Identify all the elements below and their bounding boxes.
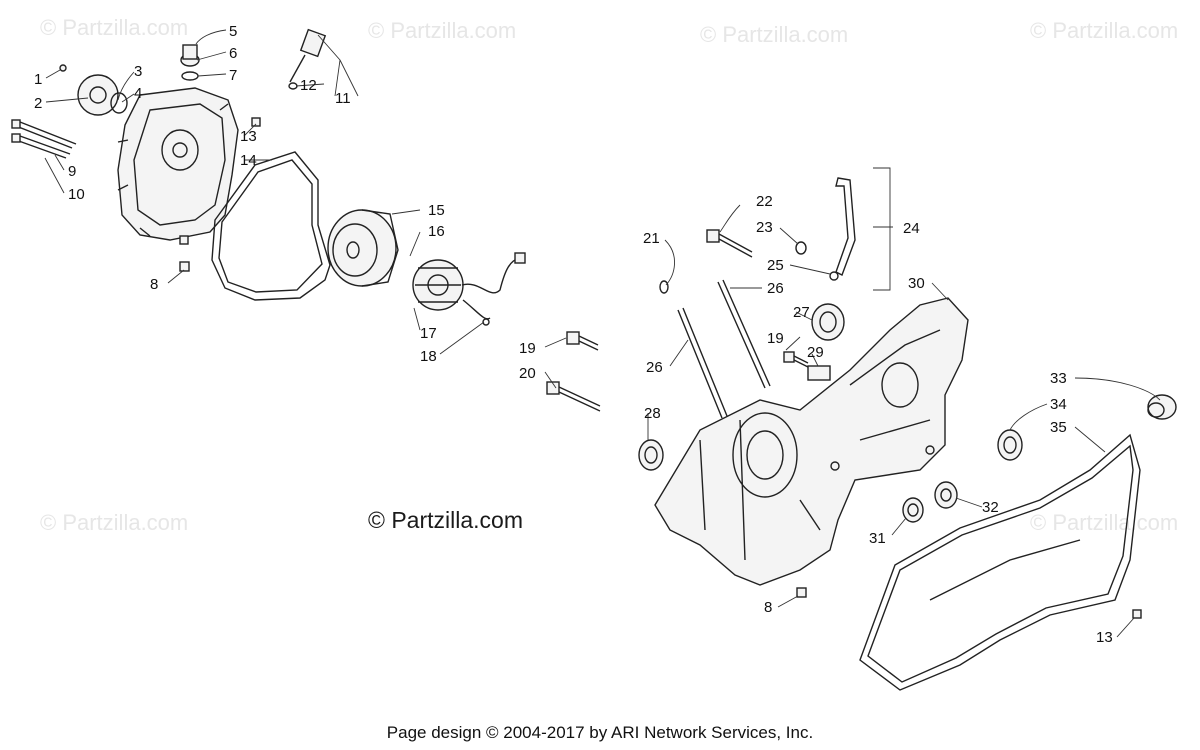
callout-label: 14: [240, 152, 257, 169]
callout-label: 16: [428, 223, 445, 240]
bolt-icon: [11, 117, 261, 272]
stud-icon: [677, 279, 771, 419]
watermark: © Partzilla.com: [40, 15, 188, 40]
oil-seal-icon: [997, 429, 1023, 461]
callout-label: 17: [420, 325, 437, 342]
bushing-icon: [1147, 394, 1177, 420]
callout-label: 10: [68, 186, 85, 203]
callout-label: 31: [869, 530, 886, 547]
callout-label: 8: [150, 276, 158, 293]
callout-label: 1: [34, 71, 42, 88]
stator-icon: [412, 252, 526, 326]
callout-label: 33: [1050, 370, 1067, 387]
watermark: © Partzilla.com: [40, 510, 188, 535]
callout-label: 2: [34, 95, 42, 112]
center-watermark: © Partzilla.com: [368, 507, 523, 533]
callout-label: 23: [756, 219, 773, 236]
callout-label: 6: [229, 45, 237, 62]
watermark: © Partzilla.com: [700, 22, 848, 47]
callout-label: 11: [335, 90, 351, 107]
callout-label: 26: [767, 280, 784, 297]
cover-cap-icon: [59, 64, 128, 116]
callout-label: 19: [767, 330, 784, 347]
o-ring-icon: [659, 241, 839, 294]
breather-hose-icon: [835, 177, 856, 276]
leader-lines: [44, 29, 1161, 638]
bearing-icon: [811, 303, 845, 341]
crankcase-half-icon: [654, 297, 969, 586]
watermark: © Partzilla.com: [1030, 510, 1178, 535]
watermark-layer: © Partzilla.com © Partzilla.com © Partzi…: [40, 15, 1178, 535]
callout-label: 4: [134, 85, 142, 102]
callout-label: 3: [134, 63, 142, 80]
callout-label: 22: [756, 193, 773, 210]
callout-label: 21: [643, 230, 660, 247]
callout-label: 19: [519, 340, 536, 357]
watermark: © Partzilla.com: [1030, 18, 1178, 43]
callout-label: 30: [908, 275, 925, 292]
callout-label: 15: [428, 202, 445, 219]
clip-icon: [807, 365, 831, 381]
callout-label: 27: [793, 304, 810, 321]
callout-label: 12: [300, 77, 317, 94]
callout-label: 18: [420, 348, 437, 365]
flywheel-icon: [327, 209, 399, 287]
bearing-icon: [902, 481, 958, 523]
stator-cover-icon: [117, 87, 239, 241]
oil-seal-icon: [638, 439, 664, 471]
bolt-icon: [796, 587, 1142, 619]
callout-label: 8: [764, 599, 772, 616]
callout-label: 5: [229, 23, 237, 40]
callout-label: 13: [240, 128, 257, 145]
callout-label: 7: [229, 67, 237, 84]
callout-label: 29: [807, 344, 824, 361]
crankcase-gasket-icon: [859, 433, 1141, 691]
callout-label: 34: [1050, 396, 1067, 413]
plug-icon: [180, 44, 200, 81]
watermark: © Partzilla.com: [368, 18, 516, 43]
callout-label: 24: [903, 220, 920, 237]
callout-label: 20: [519, 365, 536, 382]
page-footer: Page design © 2004-2017 by ARI Network S…: [387, 723, 813, 742]
crankcase-gasket-icon: [211, 151, 331, 301]
callout-label: 26: [646, 359, 663, 376]
callout-label: 13: [1096, 629, 1113, 646]
callout-label: 35: [1050, 419, 1067, 436]
callout-label: 9: [68, 163, 76, 180]
callout-label: 25: [767, 257, 784, 274]
callout-labels: 1 2 3 4 5 6 7 8 9 10 11 12 13 14 15 16 1…: [34, 23, 1113, 646]
callout-label: 28: [644, 405, 661, 422]
callout-label: 32: [982, 499, 999, 516]
bolt-icon: [546, 229, 809, 412]
